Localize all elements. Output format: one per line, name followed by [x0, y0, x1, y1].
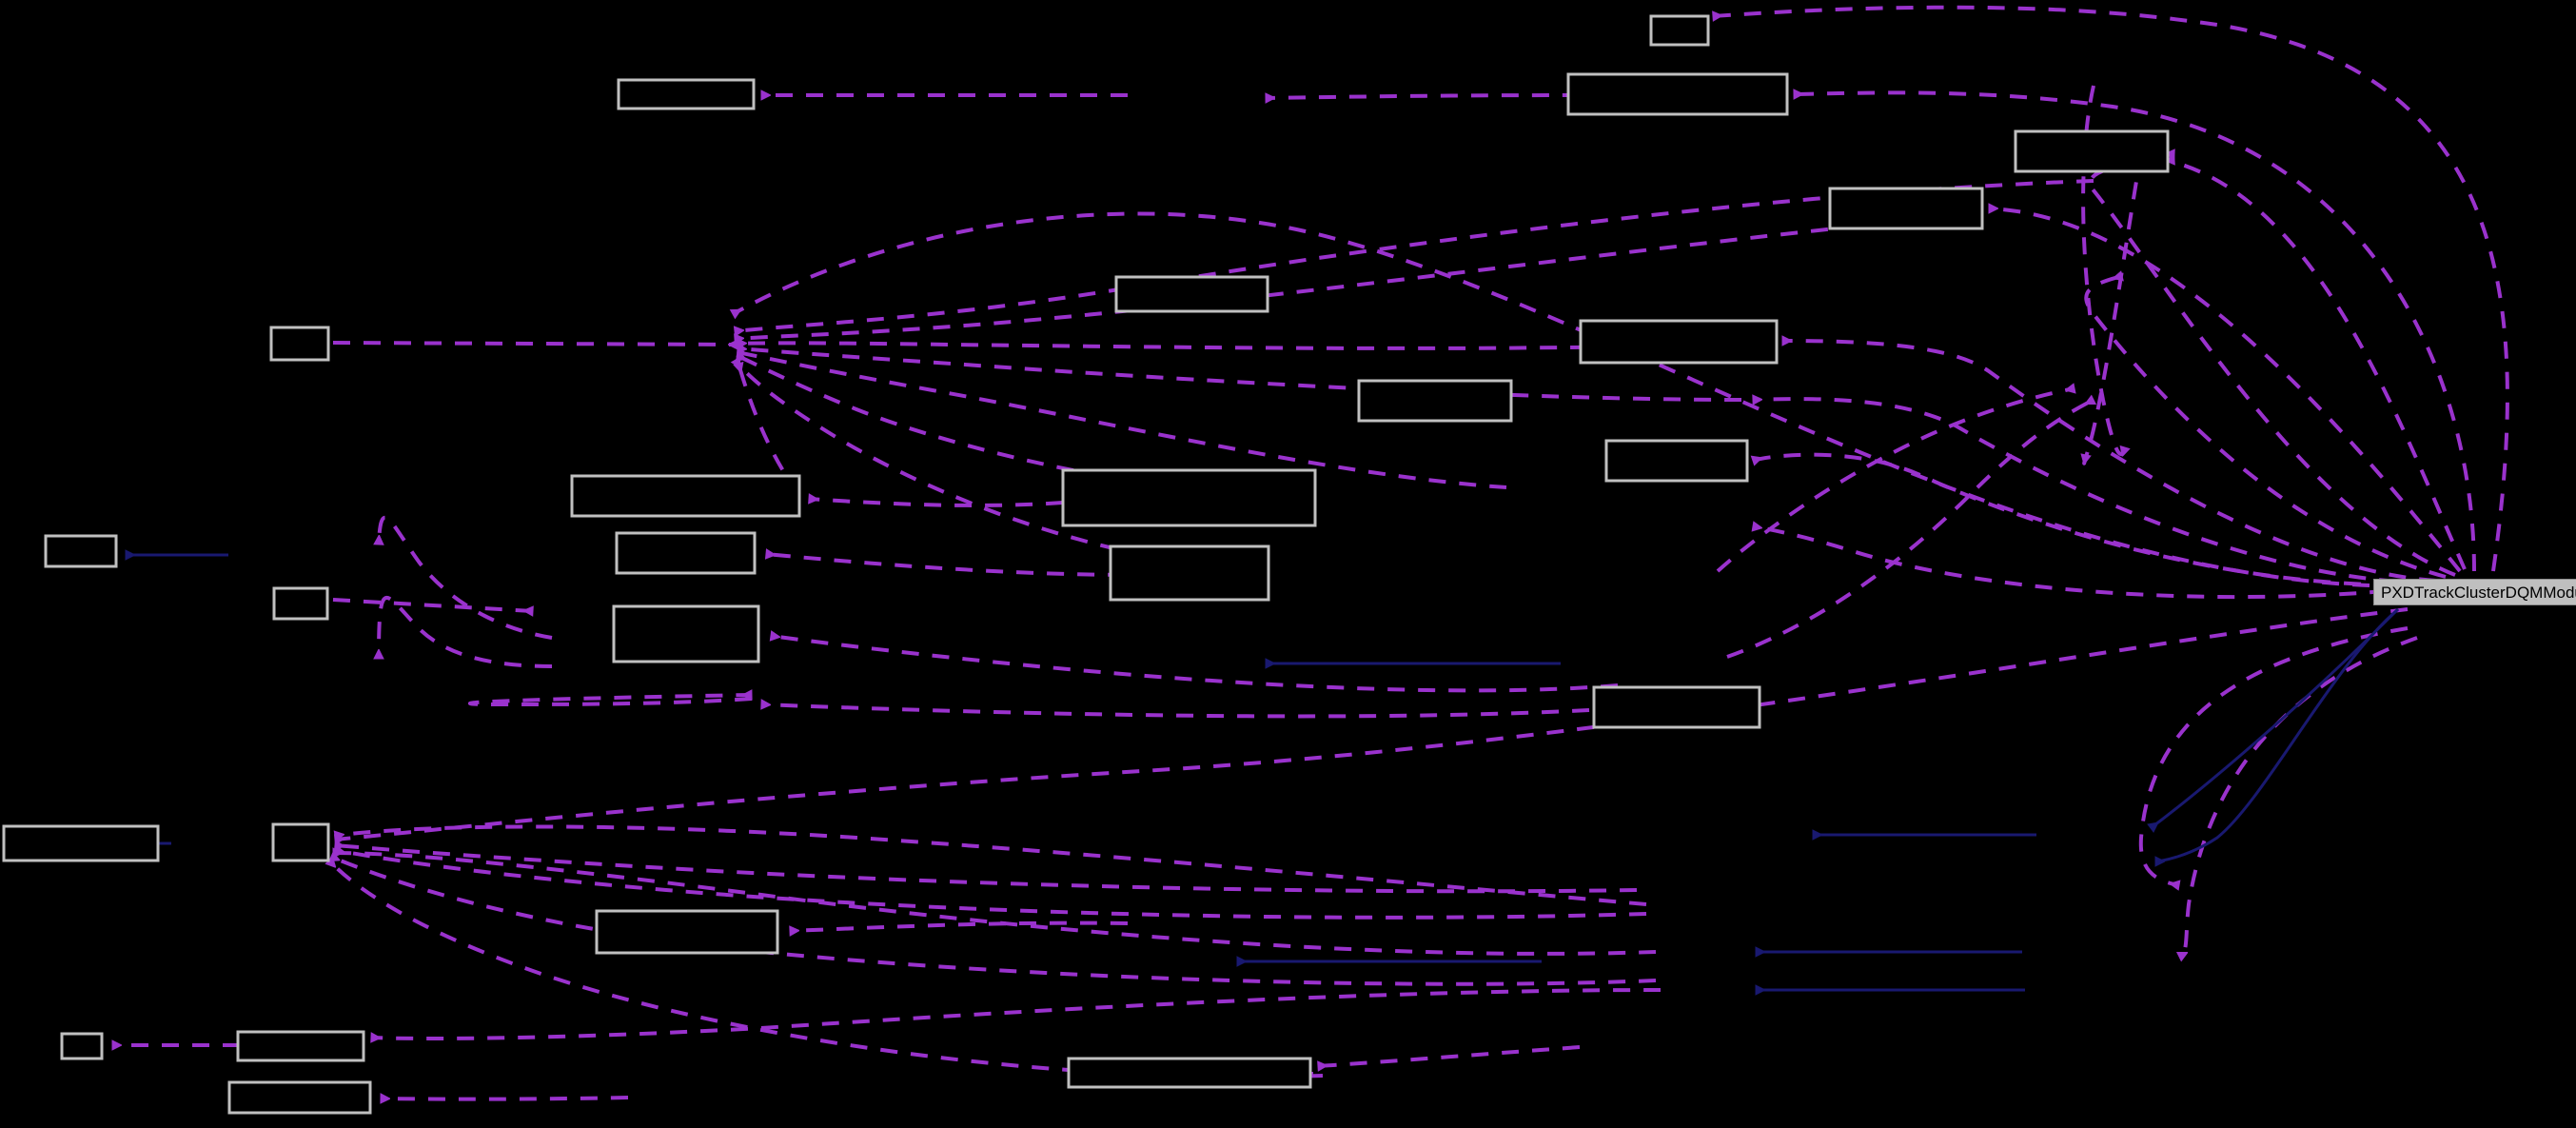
- node-box[interactable]: [595, 909, 779, 955]
- node-box[interactable]: [2, 824, 160, 862]
- node-box[interactable]: [1566, 72, 1789, 116]
- node-box[interactable]: [1357, 379, 1513, 423]
- node-box[interactable]: [1649, 14, 1710, 47]
- edge-group-dashed: [112, 5, 2509, 1099]
- node-box[interactable]: [1061, 468, 1317, 527]
- node-box[interactable]: [612, 604, 760, 663]
- edge-group-solid: [19, 555, 2400, 990]
- node-box[interactable]: [236, 1030, 365, 1062]
- node-pxdtrackclusterdqmmodule[interactable]: PXDTrackClusterDQMModule: [2373, 579, 2576, 605]
- node-box[interactable]: [227, 1080, 372, 1115]
- node-box[interactable]: [1109, 544, 1270, 602]
- node-box[interactable]: [2014, 129, 2170, 173]
- node-box[interactable]: [1604, 439, 1749, 483]
- node-box[interactable]: [1579, 319, 1779, 365]
- node-box[interactable]: [1592, 685, 1761, 729]
- node-box[interactable]: [269, 326, 330, 362]
- node-box[interactable]: [44, 534, 118, 568]
- node-box[interactable]: [60, 1032, 104, 1060]
- node-box[interactable]: [1067, 1057, 1312, 1089]
- node-box[interactable]: [271, 822, 330, 862]
- node-layer: [2, 14, 2170, 1115]
- node-box[interactable]: [1114, 275, 1269, 313]
- node-box[interactable]: [570, 474, 801, 518]
- node-box[interactable]: [617, 78, 756, 110]
- node-box[interactable]: [272, 586, 329, 621]
- node-box[interactable]: [1828, 187, 1984, 230]
- node-box[interactable]: [615, 531, 757, 575]
